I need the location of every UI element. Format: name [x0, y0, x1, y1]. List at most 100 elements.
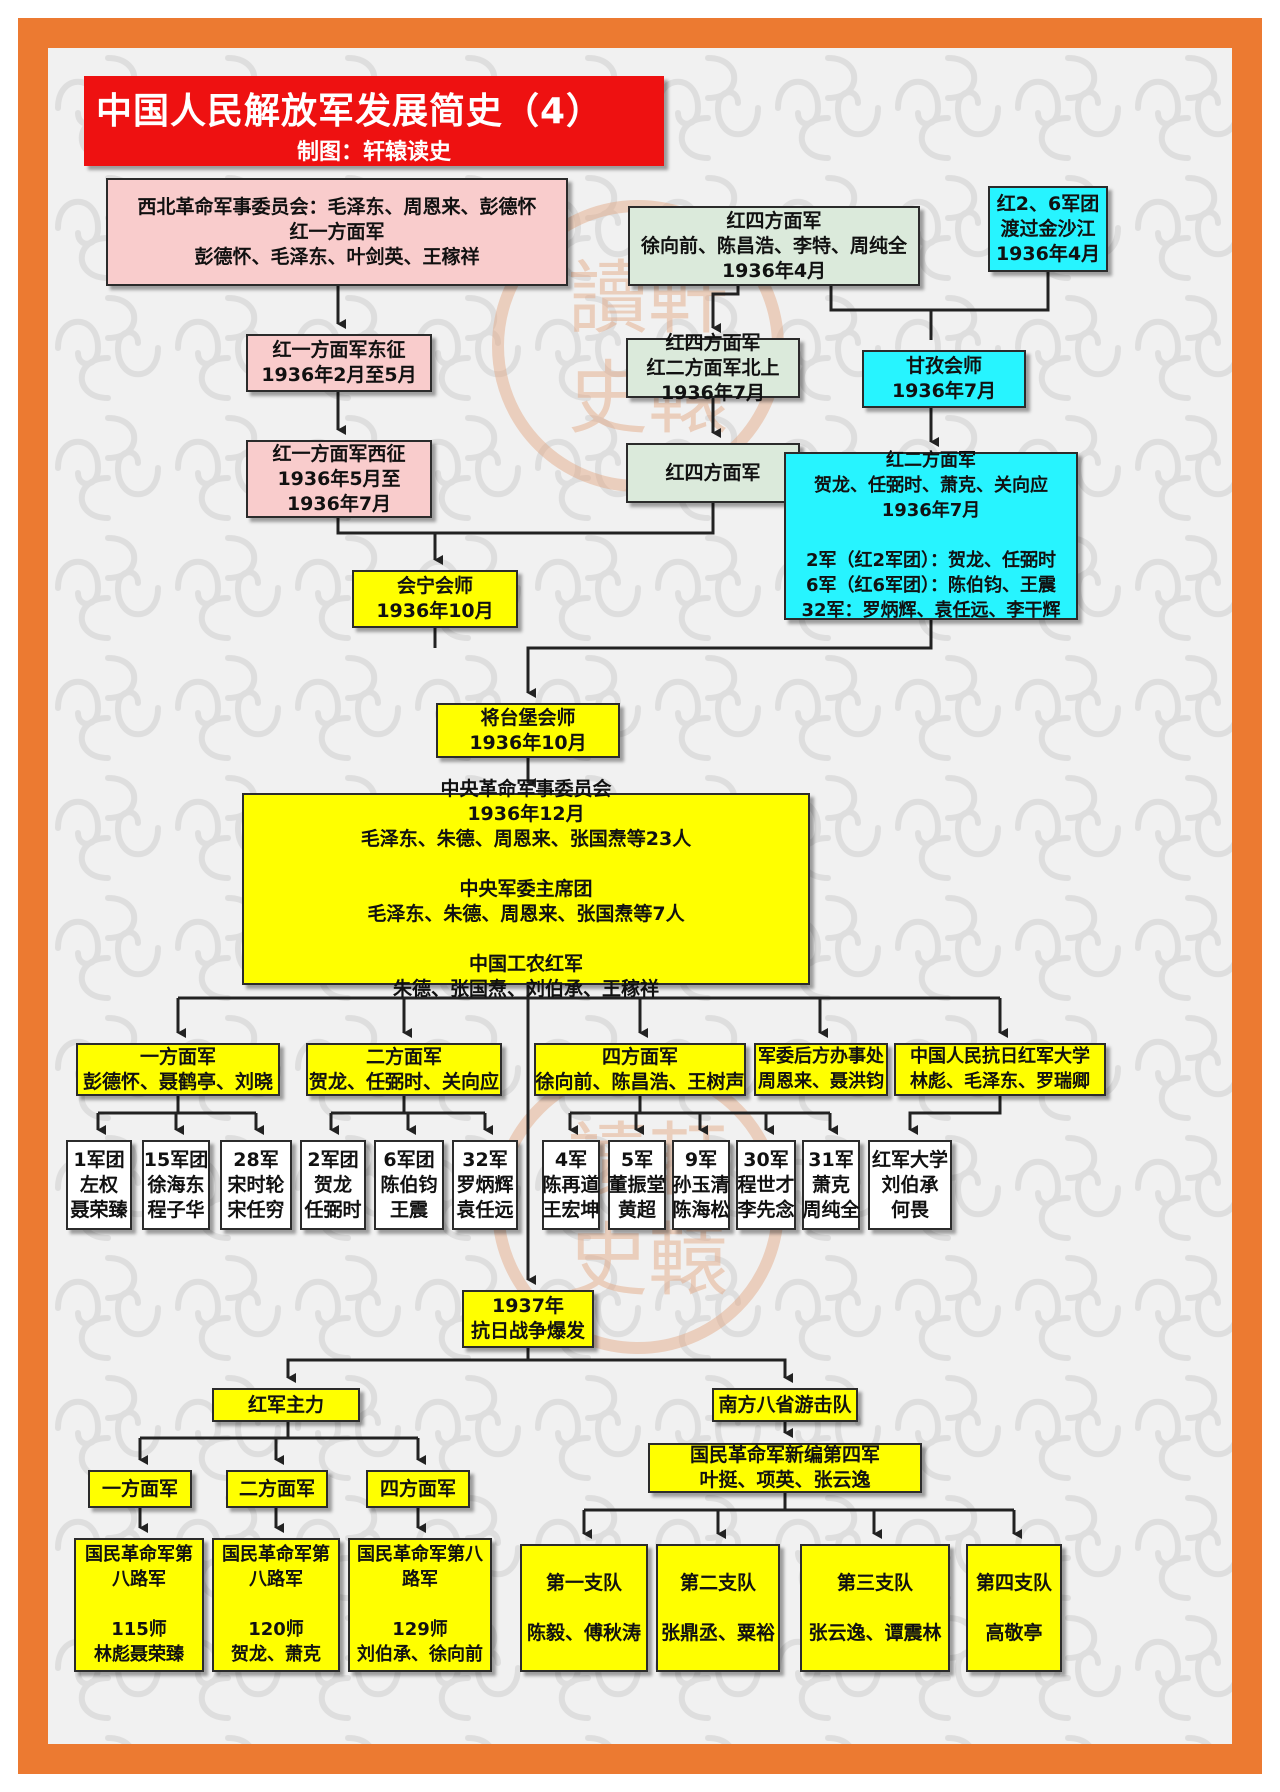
node-text-line: 何畏	[890, 1198, 929, 1221]
connector-lines	[96, 272, 1050, 1539]
node-text-line: 渡过金沙江	[1000, 217, 1096, 240]
node-text-line: 6军（红6军团）：陈伯钧、王震	[805, 574, 1057, 596]
node-red-army-university: 中国人民抗日红军大学林彪、毛泽东、罗瑞卿	[894, 1043, 1106, 1096]
node-text-line: 周纯全	[802, 1198, 860, 1221]
node-text-line: 陈伯钧	[380, 1173, 438, 1196]
unit-red-army-university: 红军大学刘伯承何畏	[868, 1140, 952, 1230]
node-2nd-front-army-1937: 二方面军	[226, 1470, 328, 1508]
node-red-army-main-force: 红军主力	[212, 1388, 360, 1422]
node-text-line: 罗炳辉	[456, 1173, 514, 1196]
node-3rd-detachment: 第三支队张云逸、谭震林	[800, 1544, 950, 1672]
diagram-canvas: 讀 軒 史 轅 讀 軒 史 轅	[48, 48, 1232, 1744]
node-text-line: 9军	[684, 1148, 718, 1171]
node-text-line: 30军	[743, 1148, 789, 1171]
node-text-line: 129师	[392, 1618, 448, 1640]
node-text-line: 军委后方办事处	[758, 1045, 884, 1067]
node-text-line: 1936年7月	[881, 499, 981, 521]
node-text-line: 1936年7月	[286, 492, 392, 515]
node-2nd-front-army-unit: 二方面军贺龙、任弼时、关向应	[306, 1043, 502, 1096]
node-text-line: 王震	[389, 1198, 428, 1221]
node-text-line: 八路军	[249, 1568, 303, 1590]
node-text-line: 国民革命军第八	[357, 1543, 483, 1565]
title-banner: 中国人民解放军发展简史（4） 制图：轩辕读史	[84, 76, 664, 166]
node-text-line: 王宏坤	[542, 1198, 600, 1221]
page-title: 中国人民解放军发展简史（4）	[96, 91, 604, 132]
node-text-line: 国民革命军新编第四军	[689, 1444, 880, 1466]
node-text-line: 左权	[79, 1173, 118, 1196]
node-text-line: 张云逸、谭震林	[808, 1621, 942, 1644]
node-4th-front-army-unit: 四方面军徐向前、陈昌浩、王树声	[534, 1043, 746, 1096]
node-text-line: 贺龙、任弼时、关向应	[308, 1070, 499, 1093]
node-1st-front-army-1937: 一方面军	[88, 1470, 192, 1508]
node-1st-detachment: 第一支队陈毅、傅秋涛	[520, 1544, 648, 1672]
node-text-line: 八路军	[112, 1568, 166, 1590]
node-text-line: 第三支队	[836, 1571, 913, 1594]
node-text-line: 红二方面军	[886, 449, 976, 471]
node-text-line: 2军团	[307, 1148, 359, 1171]
node-text-line: 任弼时	[304, 1198, 362, 1221]
node-text-line: 程世才	[737, 1173, 795, 1196]
node-text-line: 彭德怀、毛泽东、叶剑英、王稼祥	[194, 245, 480, 268]
node-text-line: 张鼎丞、粟裕	[660, 1621, 775, 1644]
node-text-line: 第二支队	[679, 1571, 756, 1594]
node-text-line: 国民革命军第	[222, 1543, 330, 1565]
unit-6th-corps: 6军团陈伯钧王震	[374, 1140, 444, 1230]
node-text-line: 西北革命军事委员会：毛泽东、周恩来、彭德怀	[137, 195, 537, 218]
node-text-line: 徐海东	[147, 1173, 205, 1196]
node-text-line: 将台堡会师	[480, 706, 576, 729]
node-new-fourth-army: 国民革命军新编第四军叶挺、项英、张云逸	[648, 1443, 922, 1493]
node-text-line: 1军团	[73, 1148, 125, 1171]
node-text-line: 1937年	[492, 1295, 564, 1317]
node-text-line: 1936年7月	[660, 381, 766, 404]
node-text-line: 1936年12月	[467, 802, 585, 825]
node-text-line: 115师	[111, 1618, 167, 1640]
node-text-line: 第一支队	[545, 1571, 622, 1594]
node-text-line: 会宁会师	[396, 575, 473, 597]
node-text-line: 陈海松	[672, 1198, 730, 1221]
node-text-line: 二方面军	[238, 1477, 315, 1500]
node-text-line: 萧克	[811, 1173, 850, 1196]
node-text-line: 4军	[554, 1148, 588, 1171]
node-text-line: 徐向前、陈昌浩、李特、周纯全	[640, 234, 907, 257]
node-rear-office: 军委后方办事处周恩来、聂洪钧	[754, 1043, 888, 1096]
node-text-line: 贺龙	[313, 1173, 352, 1196]
node-text-line: 红四方面军	[726, 209, 822, 232]
node-text-line: 贺龙、萧克	[231, 1643, 321, 1665]
node-4th-front-army-1937: 四方面军	[366, 1470, 470, 1508]
node-text-line: 120师	[248, 1618, 304, 1640]
node-text-line: 叶挺、项英、张云逸	[699, 1469, 871, 1491]
orange-frame: 讀 軒 史 轅 讀 軒 史 轅	[18, 18, 1262, 1774]
node-text-line: 红二方面军北上	[646, 356, 780, 379]
node-4th-detachment: 第四支队高敬亭	[966, 1544, 1062, 1672]
node-text-line: 1936年4月	[721, 259, 827, 282]
node-text-line: 宋任穷	[227, 1198, 285, 1221]
node-text-line: 红一方面军东征	[272, 339, 406, 361]
node-text-line: 程子华	[147, 1198, 205, 1221]
unit-32nd-army: 32军罗炳辉袁任远	[452, 1140, 518, 1230]
node-text-line: 红四方面军	[665, 331, 761, 354]
node-text-line: 袁任远	[456, 1198, 514, 1221]
unit-9th-army: 9军孙玉清陈海松	[672, 1140, 730, 1230]
node-text-line: 林彪聂荣臻	[94, 1643, 184, 1665]
node-text-line: 1936年5月至	[277, 467, 401, 490]
page-subtitle: 制图：轩辕读史	[296, 140, 451, 165]
node-text-line: 聂荣臻	[70, 1198, 128, 1221]
node-text-line: 31军	[808, 1148, 854, 1171]
node-2nd-detachment: 第二支队张鼎丞、粟裕	[656, 1544, 780, 1672]
node-text-line: 中国人民抗日红军大学	[910, 1045, 1090, 1067]
node-text-line: 抗日战争爆发	[470, 1320, 585, 1342]
node-text-line: 6军团	[383, 1148, 435, 1171]
node-text-line: 四方面军	[379, 1477, 456, 1500]
unit-4th-army: 4军陈再道王宏坤	[542, 1140, 600, 1230]
node-text-line: 红一方面军西征	[272, 442, 406, 465]
node-text-line: 高敬亭	[985, 1621, 1043, 1644]
node-text-line: 32军	[462, 1148, 508, 1171]
node-text-line: 15军团	[143, 1148, 209, 1171]
node-text-line: 一方面军	[101, 1477, 178, 1500]
node-1st-front-army: 一方面军彭德怀、聂鹤亭、刘晓	[76, 1043, 280, 1096]
